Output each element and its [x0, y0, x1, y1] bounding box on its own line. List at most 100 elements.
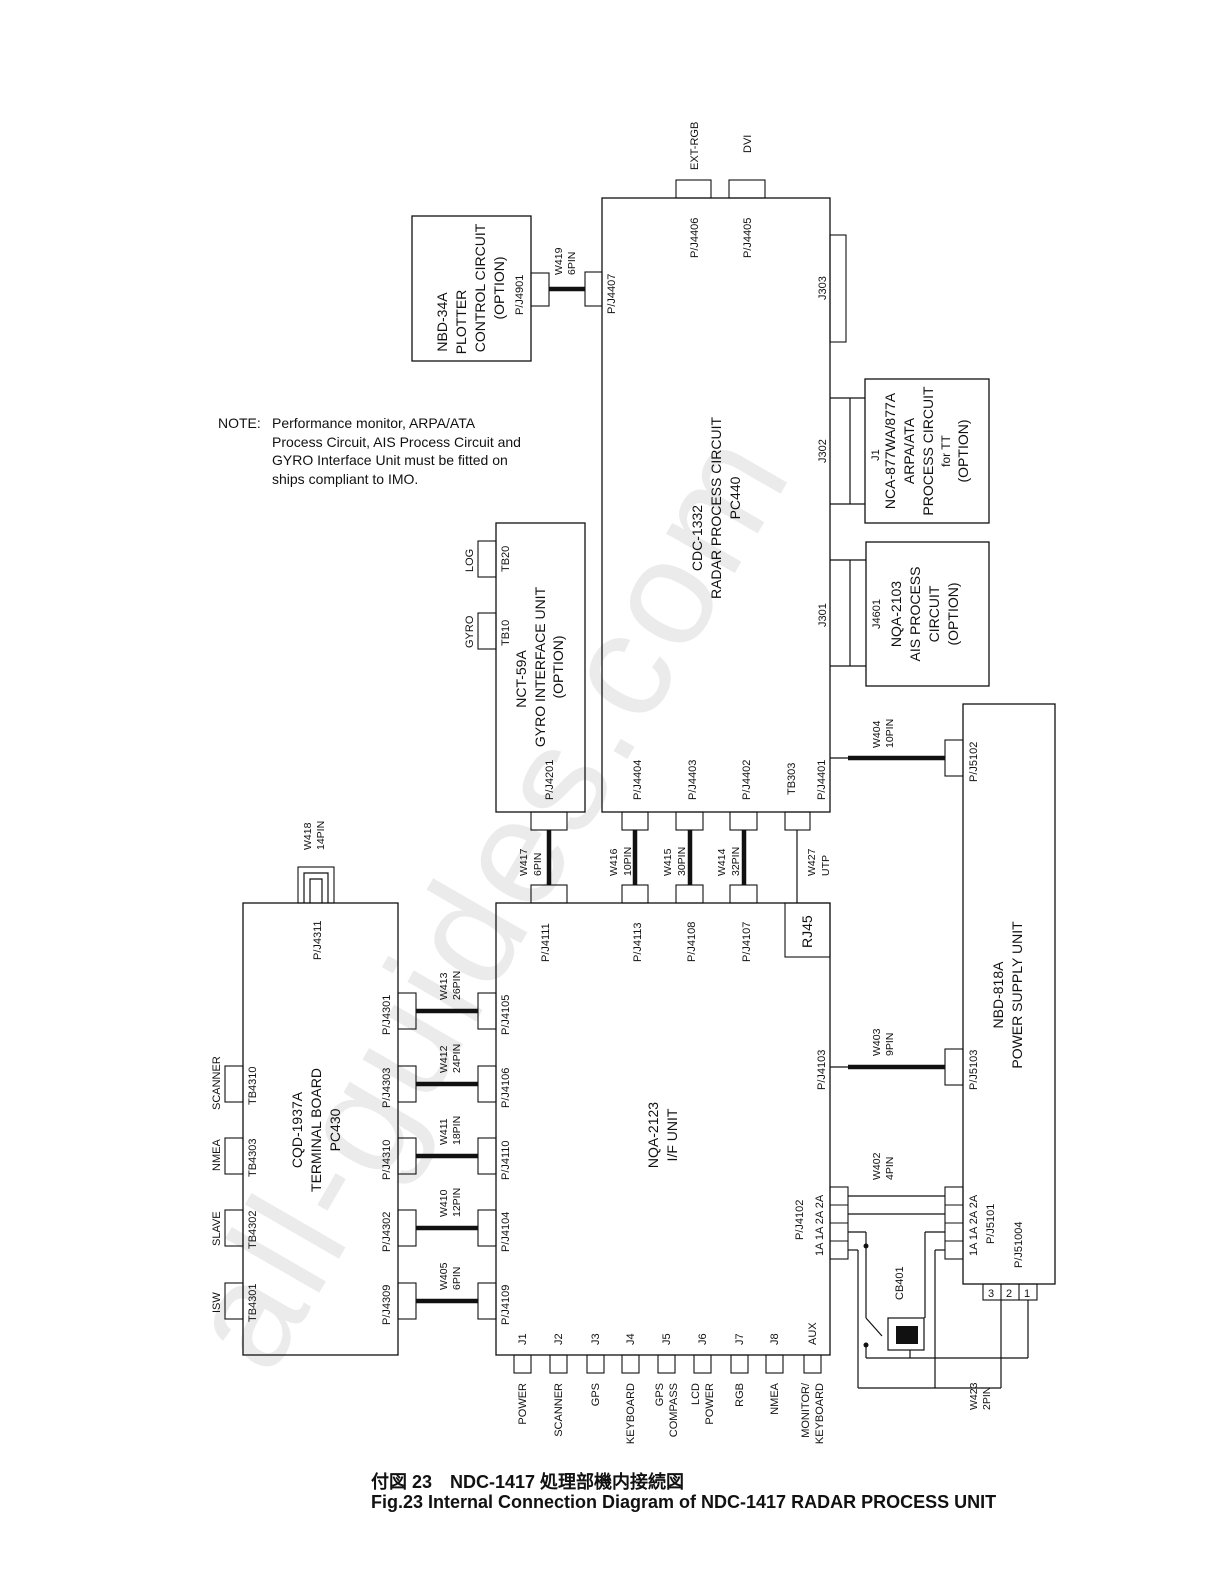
svg-text:CONTROL CIRCUIT: CONTROL CIRCUIT: [472, 223, 488, 352]
w402-label: W402 4PIN: [871, 1152, 896, 1180]
pj4110-label: P/J4110: [500, 1140, 512, 1180]
pj4303-label: P/J4303: [381, 1068, 393, 1108]
svg-text:W412: W412: [438, 1045, 450, 1073]
jack-j3-socket: [586, 1354, 605, 1374]
svg-text:6PIN: 6PIN: [451, 1267, 463, 1290]
arpa-circuit-box: [864, 378, 990, 524]
pj4301-label: P/J4301: [381, 995, 393, 1035]
pj4201-plug: [530, 811, 568, 831]
pj4107-plug: [729, 884, 758, 904]
pj4109-plug: [477, 1282, 497, 1320]
tb4301-terminal: [224, 1282, 244, 1320]
w417-label: W417 6PIN: [518, 848, 544, 876]
svg-text:W413: W413: [438, 972, 450, 1000]
w418-loop-inner: [309, 878, 323, 903]
pj4405-label: P/J4405: [742, 218, 754, 258]
svg-text:W402: W402: [871, 1152, 883, 1180]
w404-label: W404 10PIN: [871, 719, 896, 748]
tb4302-terminal: [224, 1209, 244, 1247]
svg-text:POWER SUPPLY UNIT: POWER SUPPLY UNIT: [1009, 921, 1025, 1069]
isw-tb-label: ISW: [211, 1292, 223, 1313]
if-unit-label: NQA-2123 I/F UNIT: [645, 1102, 680, 1168]
svg-text:CQD-1937A: CQD-1937A: [289, 1091, 305, 1168]
tb20-label: TB20: [500, 546, 512, 572]
svg-text:for TT: for TT: [939, 434, 953, 466]
pin-1-label: 1: [1024, 1288, 1030, 1300]
caption-english: Fig.23 Internal Connection Diagram of ND…: [371, 1492, 997, 1512]
svg-text:12PIN: 12PIN: [451, 1188, 463, 1217]
pj4106-plug: [477, 1065, 497, 1103]
w416-label: W416 10PIN: [608, 847, 634, 876]
jack-j3-label: J3: [590, 1333, 602, 1345]
pj5102-plug: [944, 739, 964, 777]
rj45-label: RJ45: [799, 915, 815, 948]
jack-j2-purpose-1: SCANNER: [553, 1383, 565, 1437]
jack-aux-purpose-1: MONITOR/: [800, 1382, 812, 1438]
jack-j2-label: J2: [553, 1333, 565, 1345]
pj4310-plug: [397, 1137, 417, 1175]
ext-rgb-label: EXT-RGB: [689, 122, 701, 170]
pj4407-label: P/J4407: [606, 274, 618, 314]
tb303-label: TB303: [786, 763, 798, 795]
svg-text:PC440: PC440: [727, 476, 743, 519]
svg-text:9PIN: 9PIN: [884, 1033, 896, 1056]
tb4302-label: TB4302: [247, 1210, 259, 1249]
pj4113-plug: [621, 884, 649, 904]
w427-label: W427 UTP: [806, 848, 832, 876]
svg-text:NBD-818A: NBD-818A: [990, 961, 1006, 1029]
pj4311-label: P/J4311: [312, 920, 324, 960]
pj4404-plug: [621, 811, 649, 831]
svg-text:NQA-2123: NQA-2123: [645, 1102, 661, 1168]
pin-2-label: 2: [1006, 1288, 1012, 1300]
note-line-1: Performance monitor, ARPA/ATA: [272, 415, 476, 431]
w423-label: W423 2PIN: [968, 1382, 993, 1410]
svg-text:W416: W416: [608, 848, 620, 876]
w413-label: W413 26PIN: [438, 971, 463, 1000]
w411-label: W411 18PIN: [438, 1116, 463, 1145]
note-line-3: GYRO Interface Unit must be fitted on: [272, 452, 508, 468]
pj4104-label: P/J4104: [500, 1212, 512, 1252]
pj51004-label: P/J51004: [1013, 1222, 1025, 1268]
svg-text:24PIN: 24PIN: [451, 1044, 463, 1073]
w403-label: W403 9PIN: [871, 1028, 896, 1056]
tb4301-label: TB4301: [247, 1283, 259, 1322]
jack-j5-purpose-2: COMPASS: [668, 1383, 680, 1437]
pj4403-plug: [675, 811, 704, 831]
tb303-plug: [784, 811, 811, 831]
pj4301-plug: [397, 992, 417, 1030]
jack-j5-socket: [657, 1354, 676, 1374]
svg-text:UTP: UTP: [820, 855, 832, 876]
jack-j6-label: J6: [697, 1333, 709, 1345]
svg-text:W423: W423: [968, 1382, 980, 1410]
pj4102-label: P/J4102: [794, 1200, 806, 1240]
jack-j5-purpose-1: GPS: [654, 1383, 666, 1406]
ais-circuit-box: [865, 541, 990, 687]
svg-text:W410: W410: [438, 1189, 450, 1217]
pj4406-label: P/J4406: [689, 218, 701, 258]
pj4111-plug: [530, 884, 568, 904]
radar-process-unit-label: CDC-1332 RADAR PROCESS CIRCUIT PC440: [689, 417, 743, 599]
svg-text:(OPTION): (OPTION): [955, 420, 971, 483]
pj4401-label: P/J4401: [816, 760, 828, 800]
svg-text:W414: W414: [716, 848, 728, 876]
w419-label: W419 6PIN: [553, 247, 578, 275]
svg-text:4PIN: 4PIN: [884, 1157, 896, 1180]
pj5101-label: P/J5101: [985, 1204, 997, 1244]
svg-text:ARPA/ATA: ARPA/ATA: [901, 417, 917, 484]
ims-note: NOTE:Performance monitor, ARPA/ATA Proce…: [218, 414, 521, 488]
svg-text:W415: W415: [662, 848, 674, 876]
tb4303-terminal: [224, 1137, 244, 1175]
svg-text:NCT-59A: NCT-59A: [513, 650, 529, 708]
jack-j4-purpose-1: KEYBOARD: [625, 1383, 637, 1444]
pj4402-plug: [729, 811, 758, 831]
log-label: LOG: [464, 549, 476, 572]
svg-text:(OPTION): (OPTION): [945, 583, 961, 646]
pj4113-label: P/J4113: [632, 922, 644, 962]
svg-text:30PIN: 30PIN: [676, 847, 688, 876]
pj4104-plug: [477, 1209, 497, 1247]
power-supply-unit-label: NBD-818A POWER SUPPLY UNIT: [990, 921, 1025, 1069]
jack-j2-socket: [549, 1354, 568, 1374]
pj5101-pins-label: 1A 1A 2A 2A: [968, 1194, 980, 1256]
dvi-label: DVI: [742, 135, 754, 153]
